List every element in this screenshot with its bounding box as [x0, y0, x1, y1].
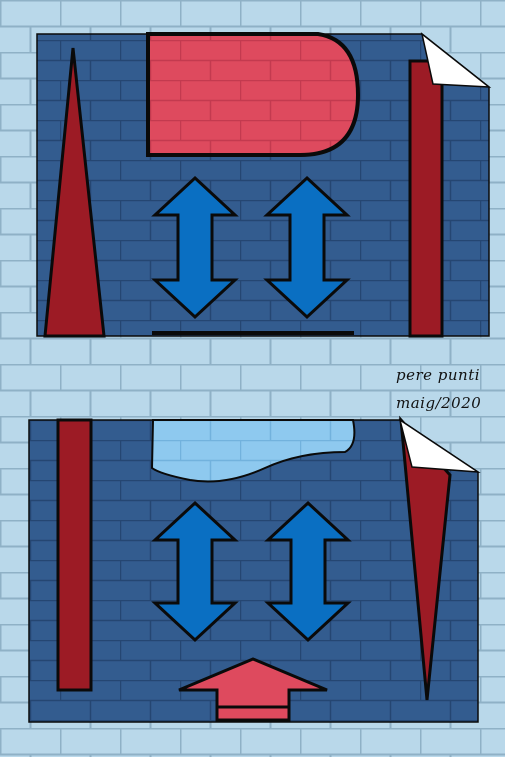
- top-panel: [36, 32, 492, 338]
- top-double-arrow-left: [151, 175, 239, 320]
- top-double-arrow-right: [263, 175, 351, 320]
- bottom-pink-up-arrow: [178, 657, 328, 722]
- bottom-double-arrow-right: [264, 500, 352, 643]
- top-pink-rounded-block: [146, 32, 361, 157]
- bottom-page-curl: [398, 418, 481, 473]
- bottom-panel: [28, 415, 481, 723]
- top-page-curl: [420, 32, 492, 88]
- top-right-crimson-column: [408, 59, 444, 338]
- signature-name: pere punti: [396, 366, 481, 384]
- top-left-crimson-spike: [43, 47, 106, 338]
- bottom-light-blue-block: [150, 419, 356, 483]
- signature-date: maig/2020: [396, 394, 482, 412]
- bottom-double-arrow-left: [151, 500, 239, 643]
- bottom-left-crimson-column: [56, 418, 93, 692]
